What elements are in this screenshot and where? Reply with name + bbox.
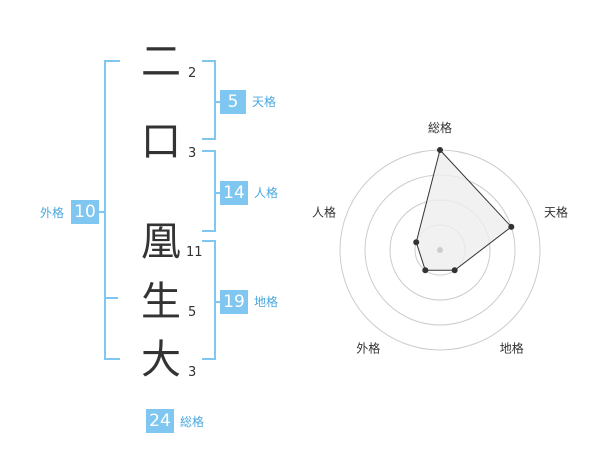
chikaku-label: 地格	[254, 295, 279, 309]
name-character-1: 二	[141, 39, 181, 85]
name-character-3: 凰	[141, 219, 181, 265]
name-character-4: 生	[141, 279, 181, 325]
soukaku-value-badge: 24	[146, 409, 174, 433]
radar-point-3	[451, 267, 458, 274]
radar-point-5	[413, 239, 420, 246]
radar-point-2	[508, 223, 515, 230]
soukaku-label: 総格	[180, 415, 205, 429]
radar-axis-label-2: 天格	[544, 204, 568, 219]
tenkaku-value-badge: 5	[220, 90, 246, 114]
jinkaku-label: 人格	[254, 186, 279, 200]
radar-center-dot	[437, 247, 443, 253]
gaikaku-connector	[98, 211, 104, 213]
radar-axis-label-3: 地格	[500, 341, 524, 356]
jinkaku-connector	[214, 192, 220, 194]
stroke-count-5: 3	[188, 365, 197, 380]
tenkaku-bracket	[202, 60, 216, 140]
stroke-count-4: 5	[188, 305, 197, 320]
radar-axis-label-5: 人格	[312, 204, 336, 219]
gaikaku-value-badge: 10	[71, 200, 99, 224]
radar-point-1	[437, 147, 443, 153]
name-character-2: 口	[141, 119, 181, 165]
tenkaku-connector	[214, 101, 220, 103]
name-character-5: 大	[141, 337, 181, 383]
gaikaku-bracket	[104, 60, 120, 360]
radar-point-4	[422, 267, 429, 274]
radar-axis-label-1: 総格	[428, 120, 452, 135]
radar-axis-label-4: 外格	[356, 341, 380, 356]
stroke-count-3: 11	[186, 245, 203, 260]
gaikaku-label: 外格	[40, 206, 65, 220]
stroke-count-2: 3	[188, 146, 197, 161]
jinkaku-value-badge: 14	[220, 181, 248, 205]
stroke-count-1: 2	[188, 66, 197, 81]
chikaku-bracket	[202, 240, 216, 360]
gaikaku-bracket-mid-tick	[104, 297, 118, 299]
radar-score-polygon	[415, 148, 513, 271]
jinkaku-bracket	[202, 150, 216, 232]
chikaku-value-badge: 19	[220, 290, 248, 314]
chikaku-connector	[214, 301, 220, 303]
tenkaku-label: 天格	[252, 95, 277, 109]
